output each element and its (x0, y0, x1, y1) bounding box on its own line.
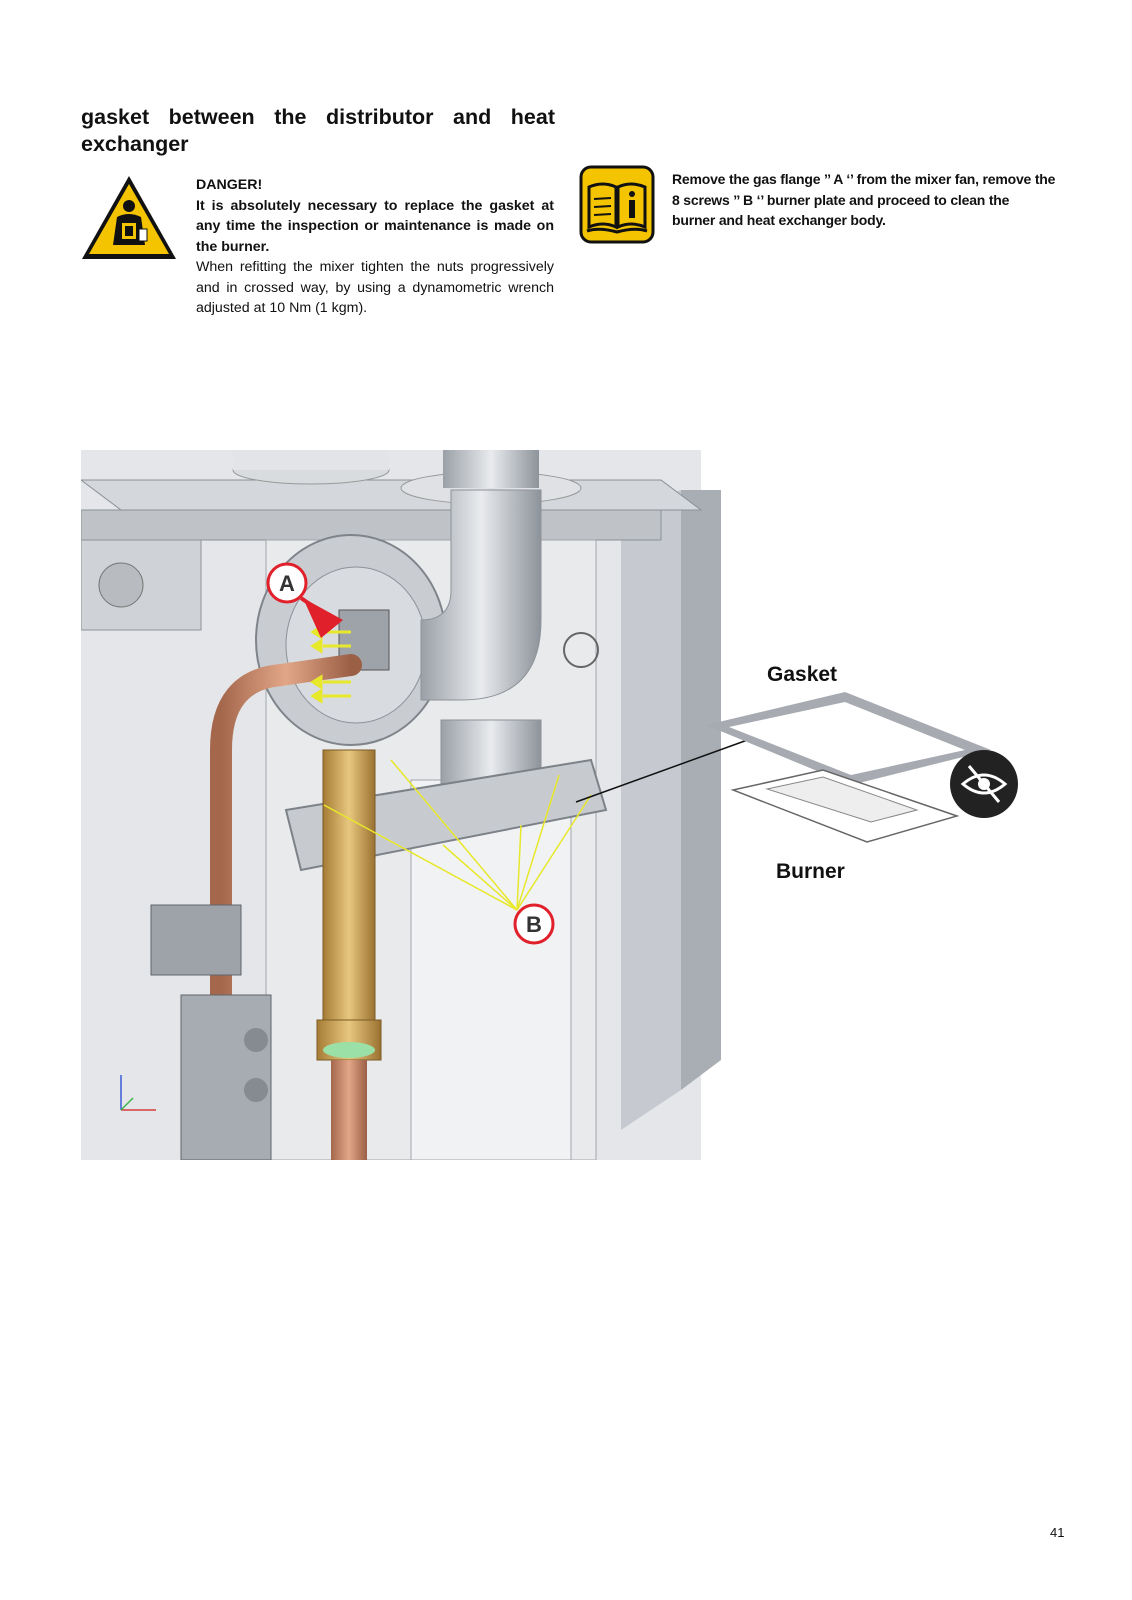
danger-body: When refitting the mixer tighten the nut… (196, 259, 554, 316)
gasket-label: Gasket (767, 663, 838, 686)
burner-label: Burner (776, 860, 845, 883)
callout-b-label: B (526, 912, 542, 937)
worker-safety-warning-icon (79, 173, 179, 262)
instruction-text: Remove the gas flange ’’ A ‘’ from the m… (672, 171, 1056, 228)
eye-inspect-icon (950, 750, 1018, 818)
callout-a-label: A (279, 571, 295, 596)
danger-emphasis: It is absolutely necessary to replace th… (196, 197, 554, 255)
page-number: 41 (1050, 1525, 1065, 1540)
read-manual-icon (579, 165, 655, 244)
boiler-illustration: A B (79, 450, 1043, 1161)
section-title: gasket between the distributor and heat … (81, 105, 555, 156)
danger-title: DANGER! (196, 177, 263, 193)
danger-notice: DANGER! It is absolutely necessary to re… (196, 175, 554, 319)
